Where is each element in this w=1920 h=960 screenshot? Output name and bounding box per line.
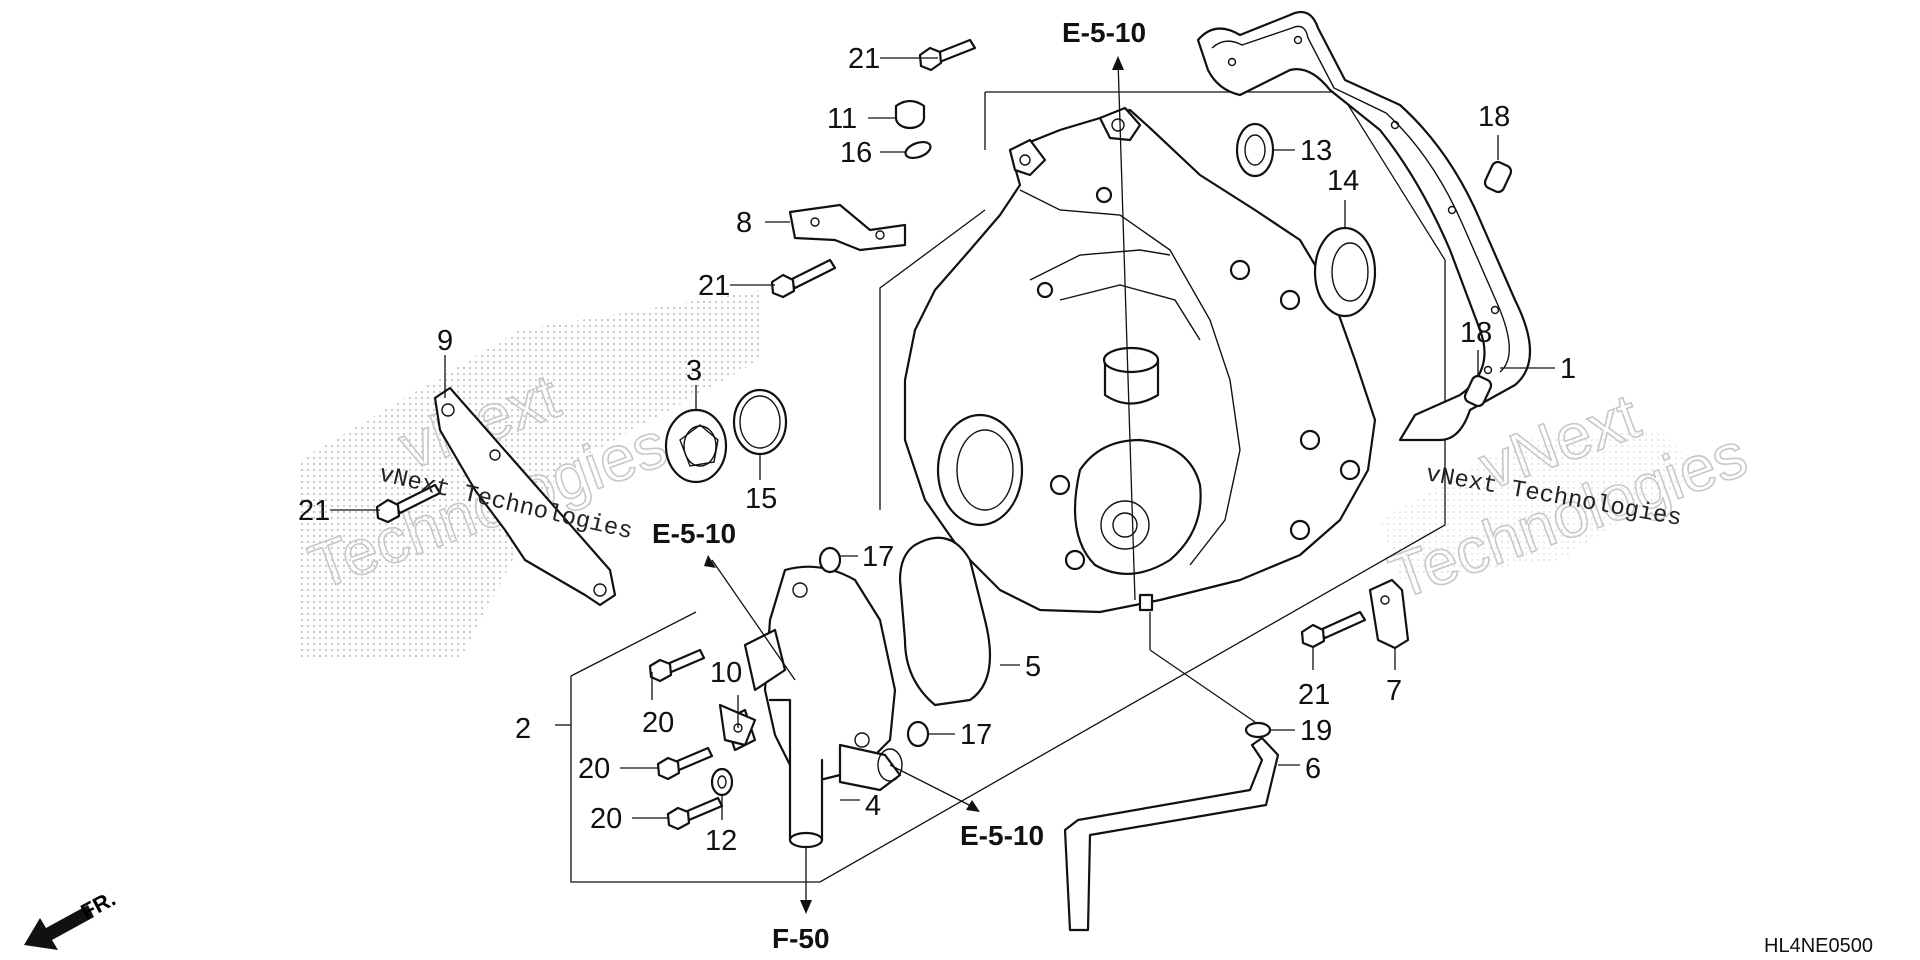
callout-21-top: 21 <box>848 43 880 75</box>
callout-18-lower: 18 <box>1460 317 1492 349</box>
callout-4: 4 <box>865 790 881 822</box>
ref-bottom: E-5-10 <box>960 820 1044 851</box>
o-ring-16 <box>904 140 932 160</box>
callout-21-mid: 21 <box>698 270 730 302</box>
bolt-20-b <box>656 746 714 781</box>
callout-2: 2 <box>515 713 531 745</box>
callout-12: 12 <box>705 825 737 857</box>
assembly-frame-2 <box>570 480 1446 883</box>
leader-lines <box>330 56 1555 914</box>
callout-6: 6 <box>1305 753 1321 785</box>
ref-top: E-5-10 <box>1062 17 1146 48</box>
callout-13: 13 <box>1300 135 1332 167</box>
bearing-13 <box>1235 122 1275 178</box>
breather-hose-6 <box>1063 736 1280 932</box>
callout-labels: 1 2 3 4 5 6 7 8 9 10 11 12 13 14 15 16 1… <box>298 43 1576 857</box>
front-direction-marker: FR. <box>24 886 120 950</box>
bracket-7 <box>1368 578 1410 650</box>
bolt-20-a <box>648 648 706 683</box>
crankcase-cover <box>903 106 1377 614</box>
cover-gasket <box>1196 10 1532 442</box>
callout-21-right: 21 <box>1298 679 1330 711</box>
dowel-pin-18-top <box>1483 160 1513 194</box>
plug-17-top <box>818 546 842 574</box>
o-ring-15 <box>732 388 788 456</box>
callout-3: 3 <box>686 355 702 387</box>
filler-cap-3 <box>664 408 728 484</box>
bolt-21-right <box>1300 610 1367 649</box>
callout-1: 1 <box>1560 353 1576 385</box>
callout-20-b: 20 <box>578 753 610 785</box>
bolt-21-mid <box>770 258 837 299</box>
dowel-pin-18-lower <box>1463 374 1493 408</box>
callout-20-c: 20 <box>590 803 622 835</box>
callout-9: 9 <box>437 325 453 357</box>
bracket-8 <box>788 203 907 252</box>
bolt-21-top <box>918 38 977 72</box>
callout-7: 7 <box>1386 675 1402 707</box>
callout-5: 5 <box>1025 651 1041 683</box>
callout-15: 15 <box>745 483 777 515</box>
watermark-halftone <box>300 290 1700 660</box>
front-arrow-icon <box>24 905 94 950</box>
callout-10: 10 <box>710 657 742 689</box>
callout-18-top: 18 <box>1478 101 1510 133</box>
bolt-21-left <box>375 483 442 524</box>
callout-20-a: 20 <box>642 707 674 739</box>
callout-19: 19 <box>1300 715 1332 747</box>
bracket-9 <box>433 386 617 607</box>
callout-17-lower: 17 <box>960 719 992 751</box>
ref-hose-out: F-50 <box>772 923 830 954</box>
reference-labels: E-5-10 E-5-10 E-5-10 F-50 <box>652 17 1146 954</box>
callout-14: 14 <box>1327 165 1359 197</box>
diagram-code: HL4NE0500 <box>1764 935 1873 957</box>
plug-11 <box>894 99 926 130</box>
plug-17-lower <box>906 720 930 748</box>
cover-outline-frame <box>879 91 1446 510</box>
oil-seal-14 <box>1313 226 1377 318</box>
washer-12 <box>710 767 734 797</box>
hose-clamp-19 <box>1244 721 1272 739</box>
callout-17-top: 17 <box>862 541 894 573</box>
pump-gasket-5 <box>898 536 992 707</box>
ref-left: E-5-10 <box>652 518 736 549</box>
callout-21-left: 21 <box>298 495 330 527</box>
callout-8: 8 <box>736 207 752 239</box>
callout-11: 11 <box>827 103 857 135</box>
callout-16: 16 <box>840 137 872 169</box>
